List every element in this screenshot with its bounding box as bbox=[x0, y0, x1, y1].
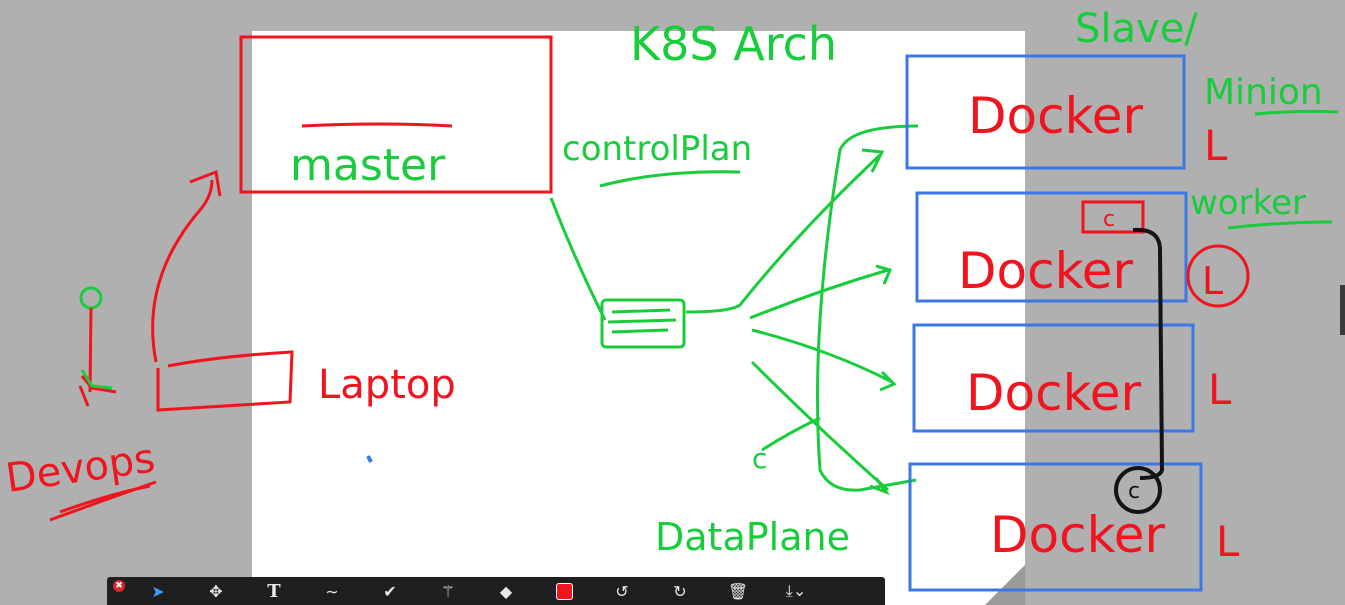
control-plane-underline bbox=[599, 170, 741, 188]
cursor-tool-button[interactable]: ➤ bbox=[129, 577, 187, 605]
devops-label: Devops bbox=[3, 436, 158, 502]
node-mark-4: L bbox=[1216, 517, 1240, 566]
laptop-to-master-arrowhead bbox=[189, 169, 222, 197]
worker-label: worker bbox=[1190, 183, 1306, 223]
stray-connector bbox=[761, 416, 821, 452]
node-box-3 bbox=[912, 323, 1195, 433]
bus-line bbox=[816, 124, 919, 492]
annotation-toolbar: ✖ ➤ ✥ T ∼ ✔ ⚚ ◆ ↺ ↻ 🗑 bbox=[107, 577, 885, 605]
redo-button[interactable]: ↻ bbox=[651, 577, 709, 605]
color-picker-icon bbox=[555, 582, 573, 600]
master-box bbox=[239, 35, 553, 194]
node-label-4: Docker bbox=[990, 506, 1166, 564]
undo-icon: ↺ bbox=[615, 581, 629, 601]
page-corner-fold bbox=[985, 565, 1025, 605]
node-label-2: Docker bbox=[958, 242, 1134, 300]
arrowhead-node-1 bbox=[861, 148, 885, 173]
stray-blue-dot bbox=[366, 455, 373, 463]
checkmark-icon: ✔ bbox=[383, 581, 397, 601]
node-label-1: Docker bbox=[968, 87, 1144, 145]
devops-head bbox=[79, 286, 103, 310]
node-box-2 bbox=[915, 191, 1188, 303]
node-mark-1: L bbox=[1204, 121, 1228, 170]
container-circle-bottom bbox=[1114, 466, 1162, 514]
text-tool-button[interactable]: T bbox=[245, 577, 303, 605]
freehand-icon: ∼ bbox=[325, 581, 339, 601]
slave-label: Slave/ bbox=[1075, 6, 1198, 52]
container-mark-top: c bbox=[1103, 207, 1115, 232]
title-label: K8S Arch bbox=[630, 17, 837, 71]
magic-wand-icon: ⚚ bbox=[440, 581, 456, 601]
trash-icon: 🗑 bbox=[727, 581, 749, 601]
save-icon: ⤓⌄ bbox=[785, 581, 807, 600]
node-box-1 bbox=[905, 54, 1186, 170]
devops-underline bbox=[49, 480, 157, 522]
laptop-box bbox=[156, 350, 294, 412]
eraser-icon: ◆ bbox=[499, 581, 513, 601]
container-mark-bottom: c bbox=[1128, 479, 1140, 504]
worker-underline bbox=[1227, 220, 1333, 230]
redo-icon: ↻ bbox=[673, 581, 687, 601]
control-plane-label: controlPlan bbox=[562, 129, 752, 169]
save-button[interactable]: ⤓⌄ bbox=[767, 577, 825, 605]
undo-button[interactable]: ↺ bbox=[593, 577, 651, 605]
container-box-top bbox=[1081, 200, 1145, 234]
node-label-3: Docker bbox=[966, 364, 1142, 422]
data-plane-label: DataPlane bbox=[655, 515, 850, 559]
stamp-tool-button[interactable]: ✔ bbox=[361, 577, 419, 605]
container-link-line bbox=[1132, 227, 1165, 480]
node-mark-2: L bbox=[1202, 259, 1223, 303]
move-tool-button[interactable]: ✥ bbox=[187, 577, 245, 605]
minion-underline bbox=[1254, 109, 1339, 116]
connector-to-node-1 bbox=[685, 153, 882, 314]
minion-label: Minion bbox=[1204, 72, 1323, 113]
master-to-hub-line bbox=[549, 197, 607, 321]
clear-button[interactable]: 🗑 bbox=[709, 577, 767, 605]
arrowhead-node-2 bbox=[875, 264, 893, 285]
hub-box bbox=[600, 298, 686, 349]
master-underline bbox=[301, 122, 453, 128]
master-label: master bbox=[290, 140, 446, 191]
toolbar-close-button[interactable]: ✖ bbox=[113, 580, 125, 592]
freehand-tool-button[interactable]: ∼ bbox=[303, 577, 361, 605]
spotlight-tool-button[interactable]: ⚚ bbox=[419, 577, 477, 605]
node-box-4 bbox=[908, 462, 1203, 592]
connector-to-node-4 bbox=[750, 360, 889, 492]
cursor-icon: ➤ bbox=[151, 581, 165, 601]
devops-body bbox=[78, 307, 117, 407]
stray-c-label: c bbox=[752, 442, 767, 475]
hub-scribble bbox=[607, 308, 677, 334]
eraser-tool-button[interactable]: ◆ bbox=[477, 577, 535, 605]
laptop-to-master-arrow bbox=[151, 179, 214, 363]
side-panel-handle[interactable] bbox=[1340, 285, 1345, 335]
arrowhead-node-3 bbox=[879, 370, 897, 392]
connector-to-node-3 bbox=[751, 328, 893, 384]
text-icon: T bbox=[267, 580, 281, 602]
move-icon: ✥ bbox=[209, 581, 223, 601]
connector-to-node-2 bbox=[749, 268, 889, 320]
node-mark-2-circle bbox=[1186, 244, 1250, 308]
laptop-label: Laptop bbox=[318, 362, 456, 408]
node-mark-3: L bbox=[1208, 365, 1232, 414]
devops-legs bbox=[80, 369, 113, 390]
color-picker-button[interactable] bbox=[535, 577, 593, 605]
